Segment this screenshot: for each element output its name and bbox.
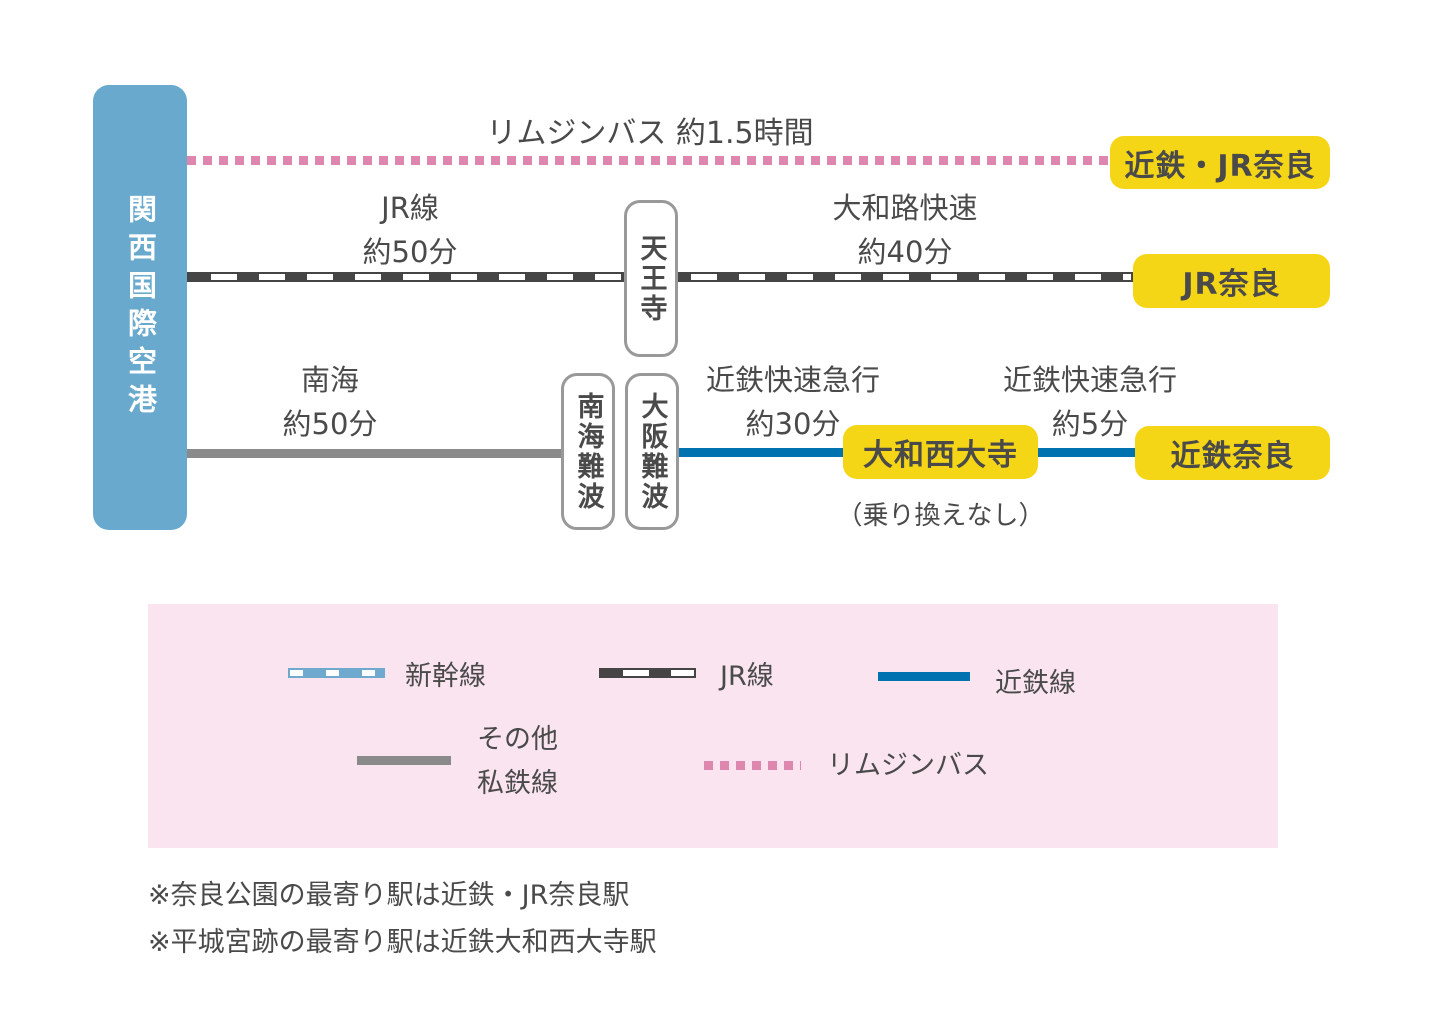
legend-swatch-kintetsu <box>878 672 970 681</box>
label-kintetsu-seg30-time: 約30分 <box>745 407 841 441</box>
badge-label-yamato-saidaiji: 大和西大寺 <box>863 438 1018 473</box>
footnote-heijo-palace: ※平城宮跡の最寄り駅は近鉄大和西大寺駅 <box>148 927 657 958</box>
label-kintetsu-seg5-time: 約5分 <box>1051 407 1129 441</box>
legend-label-shinkansen: 新幹線 <box>405 661 486 692</box>
legend-label-jr: JR線 <box>720 661 774 692</box>
limousine-bus-line <box>187 156 1112 165</box>
label-jr-seg1-time: 約50分 <box>362 235 458 269</box>
station-box-tennoji: 天王寺 <box>624 200 678 357</box>
badge-label-kintetsu-nara: 近鉄奈良 <box>1170 439 1295 474</box>
label-jr-seg1: JR線 約50分 <box>310 186 510 274</box>
nankai-line <box>187 449 587 458</box>
station-label-osaka-namba: 大阪難波 <box>636 391 668 512</box>
footnote-nara-park: ※奈良公園の最寄り駅は近鉄・JR奈良駅 <box>148 880 630 911</box>
legend-swatch-private <box>357 756 451 765</box>
badge-kintetsu-nara: 近鉄奈良 <box>1135 426 1330 480</box>
legend-label-private: その他 私鉄線 <box>477 718 558 806</box>
kintetsu-line-segment2 <box>1030 448 1142 457</box>
footnotes: ※奈良公園の最寄り駅は近鉄・JR奈良駅 ※平城宮跡の最寄り駅は近鉄大和西大寺駅 <box>148 872 657 966</box>
badge-label-jr-nara: JR奈良 <box>1182 267 1281 302</box>
legend-panel: 新幹線 JR線 近鉄線 その他 私鉄線 リムジンバス <box>148 604 1278 848</box>
station-box-osaka-namba: 大阪難波 <box>625 373 679 530</box>
legend-swatch-shinkansen <box>288 668 385 678</box>
label-jr-seg2: 大和路快速 約40分 <box>740 186 1070 274</box>
legend-swatch-jr <box>599 668 696 678</box>
badge-kintetsu-jr-nara: 近鉄・JR奈良 <box>1110 136 1330 189</box>
station-label-tennoji: 天王寺 <box>635 233 667 324</box>
legend-label-limousine: リムジンバス <box>827 750 989 781</box>
station-label-nankai-namba: 南海難波 <box>572 391 604 512</box>
legend-label-kintetsu: 近鉄線 <box>995 668 1076 699</box>
label-nankai-line: 南海 <box>300 363 359 397</box>
label-no-transfer-note: （乗り換えなし） <box>836 501 1045 531</box>
badge-label-kintetsu-jr-nara: 近鉄・JR奈良 <box>1124 148 1316 184</box>
label-kintetsu-seg5-line: 近鉄快速急行 <box>1002 363 1177 397</box>
badge-jr-nara: JR奈良 <box>1133 254 1330 308</box>
legend-label-private-line1: その他 <box>477 724 558 755</box>
label-kintetsu-seg30-line: 近鉄快速急行 <box>705 363 880 397</box>
legend-label-private-line2: 私鉄線 <box>477 768 558 799</box>
label-nankai-seg: 南海 約50分 <box>230 358 430 446</box>
station-box-nankai-namba: 南海難波 <box>561 373 615 530</box>
kintetsu-line-segment1 <box>645 448 850 457</box>
label-jr-seg2-line: 大和路快速 <box>832 191 978 225</box>
legend-swatch-limousine <box>704 761 801 770</box>
label-jr-seg1-line: JR線 <box>381 191 439 225</box>
label-kintetsu-seg5: 近鉄快速急行 約5分 <box>940 358 1240 446</box>
label-limousine-bus: リムジンバス 約1.5時間 <box>486 116 814 151</box>
label-nankai-time: 約50分 <box>282 407 378 441</box>
badge-yamato-saidaiji: 大和西大寺 <box>843 425 1038 479</box>
label-jr-seg2-time: 約40分 <box>857 235 953 269</box>
label-kintetsu-seg30: 近鉄快速急行 約30分 <box>643 358 943 446</box>
origin-airport-box: 関西国際空港 <box>93 85 187 530</box>
origin-airport-label: 関西国際空港 <box>123 193 158 422</box>
